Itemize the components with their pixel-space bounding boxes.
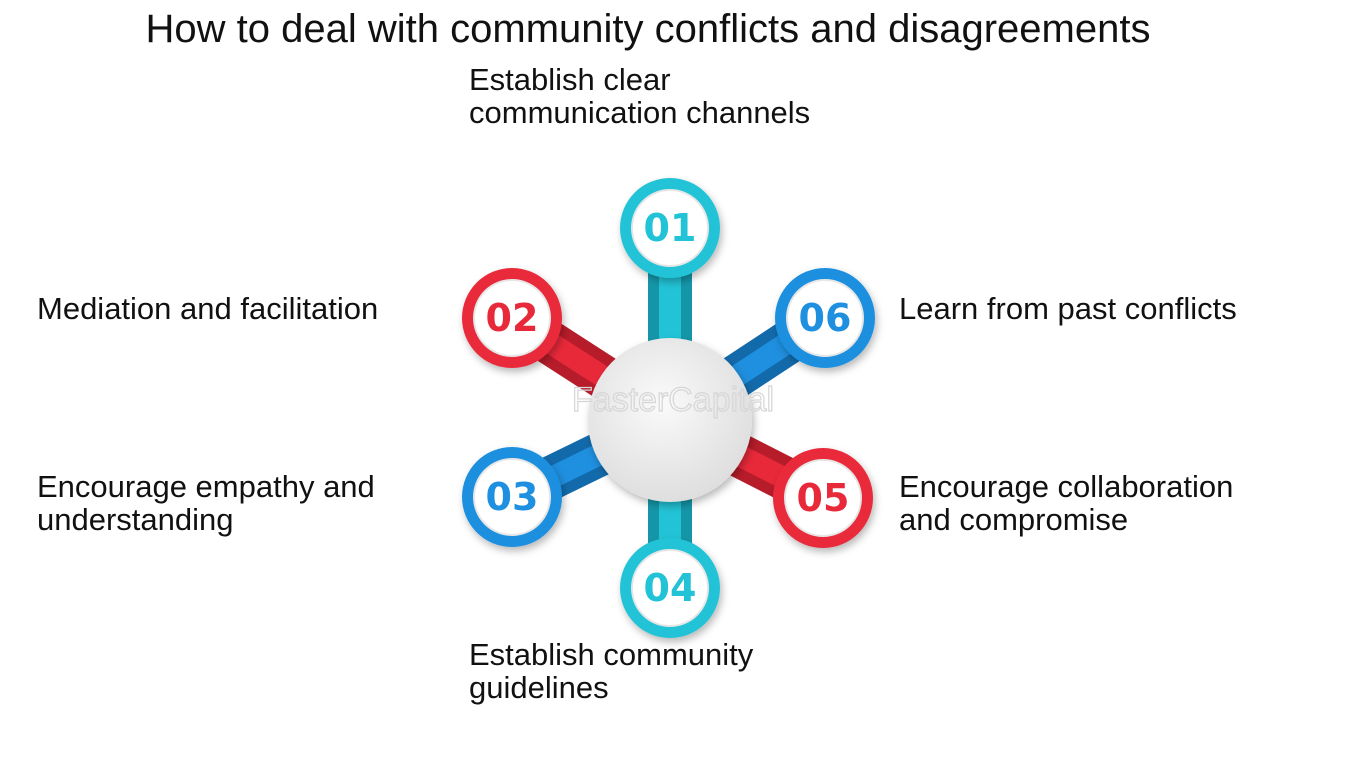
node-number-02: 02 — [486, 296, 539, 340]
hub-diagram: FasterCapital 01 02 03 04 05 06 — [462, 178, 875, 638]
step-label-03-line-1: Encourage empathy and — [37, 469, 375, 504]
step-label-05-line-2: and compromise — [899, 502, 1129, 537]
node-face-01 — [631, 189, 709, 267]
node-number-01: 01 — [644, 206, 697, 250]
diagram-title: How to deal with community conflicts and… — [145, 7, 1151, 51]
step-label-03-line-2: understanding — [37, 502, 234, 537]
step-label-02-line-1: Mediation and facilitation — [37, 291, 379, 326]
hub-center-circle — [588, 338, 752, 502]
step-label-01-line-2: communication channels — [469, 95, 811, 130]
step-label-04-line-2: guidelines — [469, 670, 609, 705]
node-face-06 — [786, 279, 864, 357]
node-face-05 — [784, 459, 862, 537]
watermark-text: FasterCapital — [572, 381, 774, 419]
node-number-05: 05 — [797, 476, 850, 520]
step-label-01: Establish clear communication channels — [469, 63, 810, 129]
step-label-05: Encourage collaboration and compromise — [899, 470, 1233, 536]
node-face-04 — [631, 549, 709, 627]
numbered-nodes: 01 02 03 04 05 06 — [462, 178, 875, 638]
step-label-06-line-1: Learn from past conflicts — [899, 291, 1237, 326]
node-number-06: 06 — [799, 296, 852, 340]
node-number-04: 04 — [644, 566, 697, 610]
step-label-05-line-1: Encourage collaboration — [899, 469, 1234, 504]
step-label-03: Encourage empathy and understanding — [37, 470, 375, 536]
node-number-03: 03 — [486, 475, 539, 519]
step-label-02: Mediation and facilitation — [37, 292, 378, 325]
step-label-06: Learn from past conflicts — [899, 292, 1237, 325]
node-face-03 — [473, 458, 551, 536]
step-label-01-line-1: Establish clear — [469, 62, 671, 97]
step-label-04: Establish community guidelines — [469, 638, 753, 704]
step-label-04-line-1: Establish community — [469, 637, 754, 672]
node-face-02 — [473, 279, 551, 357]
